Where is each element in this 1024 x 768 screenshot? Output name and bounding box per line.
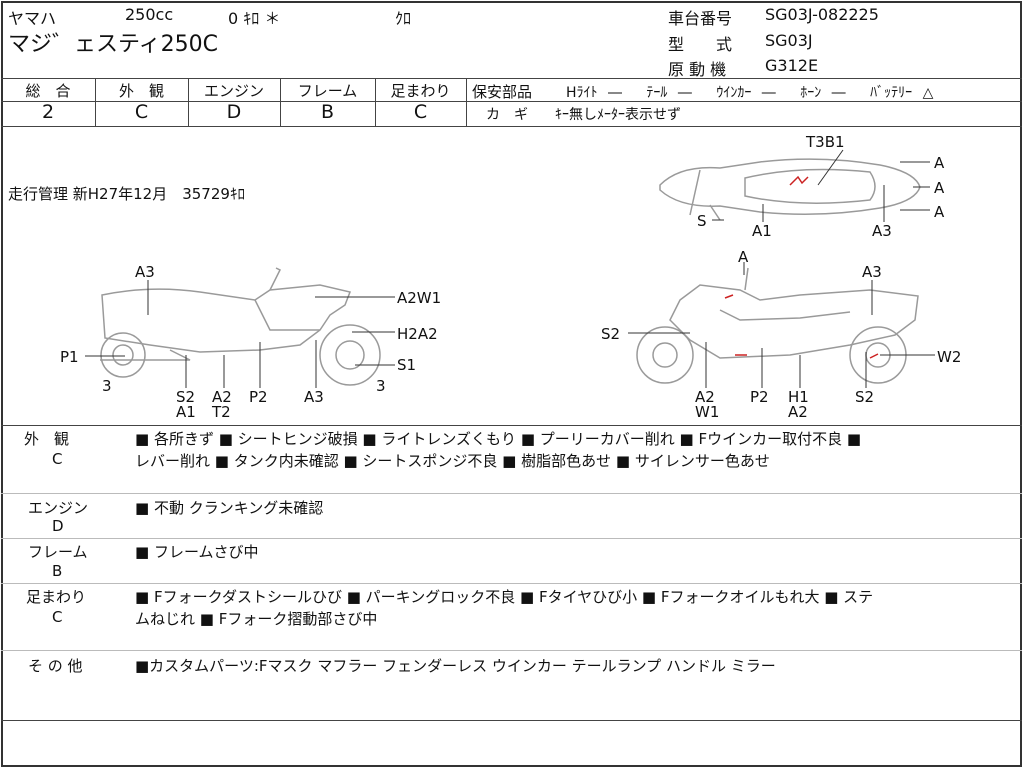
engine-value: G312E — [765, 56, 819, 75]
diagram-label: H1 — [788, 388, 809, 406]
rating-exterior-label: 外 観 — [118, 82, 164, 100]
rating-suspension-value: C — [413, 101, 428, 123]
section-line: ■ 不動 クランキング未確認 — [135, 499, 324, 517]
diagram-label: A — [934, 179, 945, 197]
rating-engine-label: エンジン — [203, 82, 264, 100]
leader-lines — [85, 149, 935, 388]
damage-marks — [724, 175, 879, 359]
model-name: マジ゛ェスティ250C — [8, 32, 219, 57]
type-label: 型 式 — [668, 35, 733, 54]
diagram-label: S2 — [176, 388, 196, 406]
diagram-label: S2 — [601, 325, 621, 343]
bike-right-view — [636, 267, 919, 384]
frame-no-label: 車台番号 — [668, 9, 733, 28]
diagram-label: A3 — [304, 388, 324, 406]
diagram-label: A — [934, 203, 945, 221]
color: ｸﾛ — [395, 9, 412, 28]
diagram-label: A — [934, 154, 945, 172]
section-line: ■ 各所きず ■ シートヒンジ破損 ■ ライトレンズくもり ■ プーリーカバー削… — [135, 430, 862, 448]
section-label: フレーム — [28, 543, 88, 561]
diagram-label: A — [738, 248, 749, 266]
diagram-label: A3 — [862, 263, 882, 281]
section-grade: C — [52, 608, 63, 626]
diagram-label: P2 — [750, 388, 769, 406]
section-line: ■ フレームさび中 — [135, 543, 259, 561]
diagram-label: W1 — [695, 403, 720, 421]
rating-frame-label: フレーム — [297, 82, 358, 100]
section-grade: C — [52, 450, 63, 468]
section-label: エンジン — [28, 499, 89, 517]
diagram-label: W2 — [937, 348, 962, 366]
key-value: ｷｰ無しﾒｰﾀｰ表示せず — [555, 107, 681, 123]
diagram-label: A2 — [695, 388, 715, 406]
diagram-label: T2 — [212, 403, 231, 421]
mileage: 0 ｷﾛ ＊ — [228, 9, 281, 28]
odometer-record: 走行管理 新H27年12月 35729ｷﾛ — [8, 185, 245, 203]
diagram-label: A1 — [752, 222, 772, 240]
bike-left-view — [100, 267, 381, 386]
diagram-label: S — [697, 212, 707, 230]
type-value: SG03J — [765, 31, 813, 50]
bike-top-view — [659, 158, 921, 221]
section-label: 外 観 — [24, 430, 70, 448]
rating-exterior-value: C — [134, 101, 149, 123]
rating-overall-label: 総 合 — [25, 82, 71, 100]
diagram-label: 3 — [376, 377, 386, 395]
section-line: レバー削れ ■ タンク内未確認 ■ シートスポンジ不良 ■ 樹脂部色あせ ■ サ… — [135, 452, 770, 470]
engine-label: 原 動 機 — [668, 60, 727, 79]
diagram-label: H2A2 — [397, 325, 438, 343]
rating-frame-value: B — [320, 101, 335, 123]
diagram-label: A2W1 — [397, 289, 442, 307]
diagram-label: 3 — [102, 377, 112, 395]
key-label: カ ギ — [486, 107, 528, 123]
section-line: ■ Fフォークダストシールひび ■ パーキングロック不良 ■ Fタイヤひび小 ■… — [135, 588, 874, 606]
safety-parts-items: Hﾗｲﾄ ― ﾃｰﾙ ― ｳｲﾝｶｰ ― ﾎｰﾝ ― ﾊﾞｯﾃﾘｰ △ — [566, 85, 934, 101]
diagram-label: A2 — [212, 388, 232, 406]
maker: ヤマハ — [8, 9, 57, 28]
rating-suspension-label: 足まわり — [390, 82, 451, 100]
diagram-label: S2 — [855, 388, 875, 406]
diagram-label: T3B1 — [806, 133, 845, 151]
diagram-label: A3 — [872, 222, 892, 240]
section-grade: D — [52, 517, 64, 535]
section-label: そ の 他 — [28, 657, 83, 675]
section-line: ■カスタムパーツ:Fマスク マフラー フェンダーレス ウインカー テールランプ … — [135, 657, 776, 675]
bike-diagrams — [85, 149, 935, 388]
displacement: 250cc — [125, 5, 174, 24]
safety-parts-label: 保安部品 — [472, 83, 533, 101]
section-label: 足まわり — [26, 588, 87, 606]
rating-overall-value: 2 — [41, 101, 55, 123]
diagram-label: S1 — [397, 356, 417, 374]
diagram-label: P2 — [249, 388, 268, 406]
frame-no: SG03J-082225 — [765, 5, 879, 24]
diagram-label: A2 — [788, 403, 808, 421]
diagram-label: A1 — [176, 403, 196, 421]
section-line: ムねじれ ■ Fフォーク摺動部さび中 — [135, 610, 378, 628]
section-grade: B — [52, 562, 63, 580]
rating-engine-value: D — [226, 101, 242, 123]
diagram-label: A3 — [135, 263, 155, 281]
diagram-label: P1 — [60, 348, 79, 366]
